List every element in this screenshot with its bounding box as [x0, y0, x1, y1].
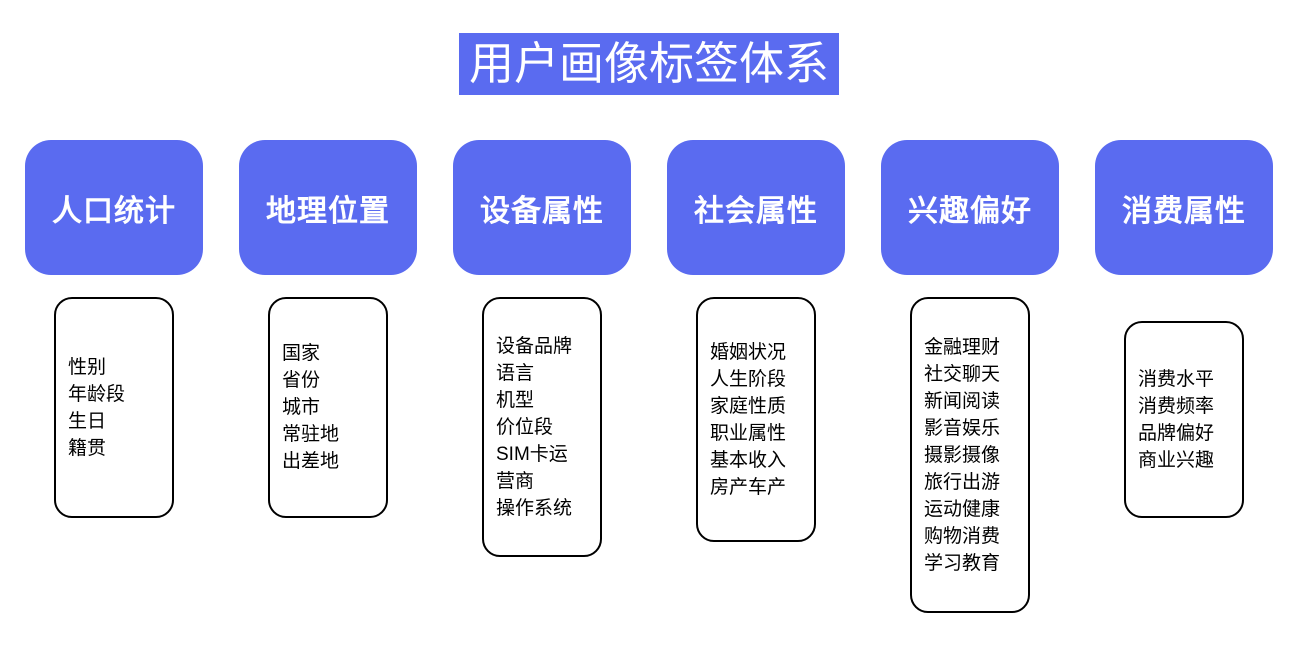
category-header: 兴趣偏好 — [881, 140, 1059, 275]
tag-item: 消费频率 — [1138, 395, 1215, 417]
tag-item: 社交聊天 — [924, 363, 1001, 385]
category-header: 社会属性 — [667, 140, 845, 275]
tag-item: 婚姻状况 — [710, 341, 787, 363]
category-column: 人口统计 性别年龄段生日籍贯 — [25, 140, 203, 518]
tag-item: 摄影摄像 — [924, 444, 1001, 466]
category-header: 人口统计 — [25, 140, 203, 275]
tag-item: 家庭性质 — [710, 395, 787, 417]
page-title: 用户画像标签体系 — [458, 33, 840, 95]
tag-item: 语言 — [496, 362, 535, 384]
category-column: 设备属性 设备品牌语言机型价位段 SIM卡运营商操作系统 — [453, 140, 631, 557]
tag-item: 影音娱乐 — [924, 417, 1001, 439]
category-column: 兴趣偏好 金融理财社交聊天新闻阅读影音娱乐摄影摄像旅行出游运动健康购物消费学习教… — [881, 140, 1059, 613]
tag-item: 设备品牌 — [496, 335, 573, 357]
category-column: 地理位置 国家省份城市常驻地出差地 — [239, 140, 417, 518]
category-header: 设备属性 — [453, 140, 631, 275]
tag-item: 操作系统 — [496, 497, 573, 519]
tag-item: 价位段 — [496, 416, 554, 438]
tag-item: 营商 — [496, 470, 535, 492]
tag-item: 运动健康 — [924, 498, 1001, 520]
tag-item: 新闻阅读 — [924, 390, 1001, 412]
tag-item: 性别 — [68, 356, 107, 378]
category-columns: 人口统计 性别年龄段生日籍贯 地理位置 国家省份城市常驻地出差地 设备属性 设备… — [0, 140, 1298, 613]
tag-item: 商业兴趣 — [1138, 449, 1215, 471]
tag-item: 机型 — [496, 389, 535, 411]
category-items-box: 消费水平消费频率品牌偏好商业兴趣 — [1124, 321, 1244, 518]
tag-item: 购物消费 — [924, 525, 1001, 547]
tag-item: 职业属性 — [710, 422, 787, 444]
tag-item: 消费水平 — [1138, 368, 1215, 390]
tag-item: 省份 — [282, 370, 321, 391]
tag-item: 品牌偏好 — [1138, 422, 1215, 444]
category-header: 消费属性 — [1095, 140, 1273, 275]
category-items-box: 设备品牌语言机型价位段 SIM卡运营商操作系统 — [482, 297, 602, 557]
tag-item: 房产车产 — [710, 476, 787, 498]
category-column: 消费属性 消费水平消费频率品牌偏好商业兴趣 — [1095, 140, 1273, 518]
category-items-box: 金融理财社交聊天新闻阅读影音娱乐摄影摄像旅行出游运动健康购物消费学习教育 — [910, 297, 1030, 613]
category-items-box: 性别年龄段生日籍贯 — [54, 297, 174, 518]
category-items-box: 国家省份城市常驻地出差地 — [268, 297, 388, 518]
tag-item: 国家 — [282, 343, 321, 364]
tag-item: 金融理财 — [924, 336, 1001, 358]
category-items-box: 婚姻状况人生阶段家庭性质职业属性基本收入房产车产 — [696, 297, 816, 542]
tag-item: 人生阶段 — [710, 368, 787, 390]
category-header: 地理位置 — [239, 140, 417, 275]
tag-item: 旅行出游 — [924, 471, 1001, 493]
tag-item: 出差地 — [282, 451, 340, 472]
category-column: 社会属性 婚姻状况人生阶段家庭性质职业属性基本收入房产车产 — [667, 140, 845, 542]
tag-item: 常驻地 — [282, 424, 340, 445]
tag-item: 学习教育 — [924, 552, 1001, 574]
tag-item: 年龄段 — [68, 383, 126, 405]
tag-item: 基本收入 — [710, 449, 787, 471]
tag-item: 生日 — [68, 410, 107, 432]
tag-item: SIM卡运 — [496, 443, 568, 465]
tag-item: 城市 — [282, 397, 321, 418]
tag-item: 籍贯 — [68, 437, 107, 459]
